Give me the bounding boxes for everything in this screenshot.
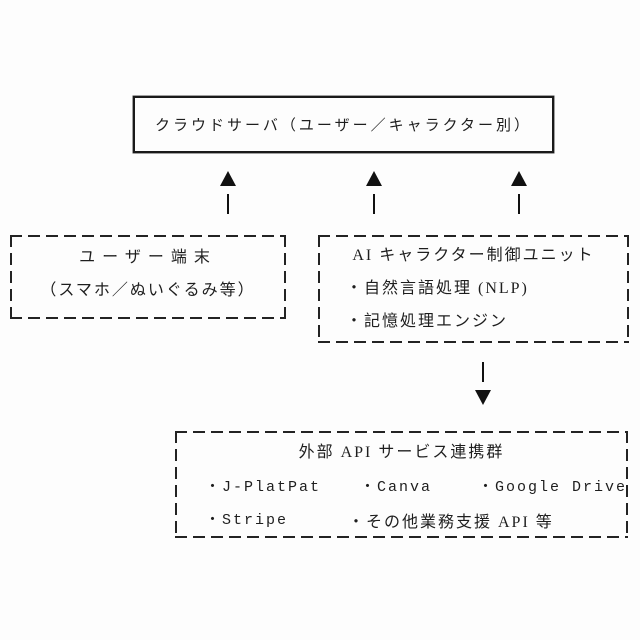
arrow-up-icon	[366, 171, 382, 186]
external-api-row-1: ・J-PlatPat ・Canva ・Google Drive	[175, 475, 628, 497]
cloud-server-box: クラウドサーバ（ユーザー／キャラクター別）	[133, 96, 554, 153]
up-arrow-left	[218, 171, 238, 214]
down-arrow	[473, 362, 493, 405]
api-item-jplatpat: ・J-PlatPat	[205, 479, 322, 496]
api-item-other: ・その他業務支援 API 等	[348, 514, 554, 531]
arrow-line	[482, 362, 484, 382]
external-api-group-box: 外部 API サービス連携群 ・J-PlatPat ・Canva ・Google…	[175, 431, 628, 538]
arrow-up-icon	[511, 171, 527, 186]
arrow-line	[518, 194, 520, 214]
up-arrow-middle	[364, 171, 384, 214]
user-terminal-title: ユーザー端末	[79, 249, 217, 266]
ai-bullet-memory: ・記憶処理エンジン	[346, 313, 509, 330]
cloud-server-label: クラウドサーバ（ユーザー／キャラクター別）	[155, 118, 532, 134]
api-item-canva: ・Canva	[360, 479, 433, 496]
user-terminal-box: ユーザー端末 （スマホ／ぬいぐるみ等）	[10, 235, 286, 319]
ai-bullet-nlp: ・自然言語処理 (NLP)	[346, 280, 529, 297]
api-item-google-drive: ・Google Drive	[478, 479, 628, 496]
external-api-title: 外部 API サービス連携群	[298, 444, 505, 461]
ai-control-unit-title: AI キャラクター制御ユニット	[352, 247, 595, 264]
user-terminal-subtitle: （スマホ／ぬいぐるみ等）	[40, 282, 256, 299]
arrow-up-icon	[220, 171, 236, 186]
ai-control-unit-box: AI キャラクター制御ユニット ・自然言語処理 (NLP) ・記憶処理エンジン	[318, 235, 629, 343]
up-arrow-right	[509, 171, 529, 214]
external-api-row-2: ・Stripe ・その他業務支援 API 等	[175, 508, 628, 531]
api-item-stripe: ・Stripe	[205, 512, 289, 529]
arrow-line	[227, 194, 229, 214]
arrow-line	[373, 194, 375, 214]
arrow-down-icon	[475, 390, 491, 405]
